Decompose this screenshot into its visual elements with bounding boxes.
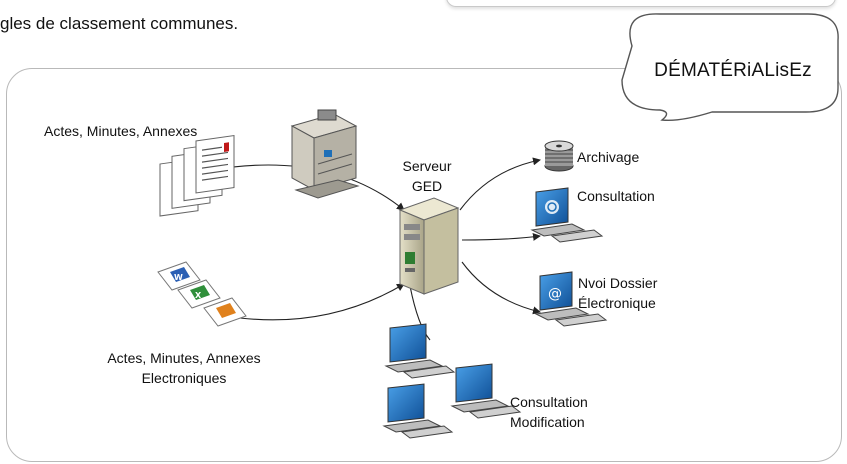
- powerpoint-file-icon: [203, 297, 247, 327]
- archive-label: Archivage: [577, 149, 640, 165]
- workstation-icon: [384, 323, 456, 379]
- speech-bubble: [621, 13, 839, 122]
- send-label-line-1: Nvoi Dossier: [578, 275, 658, 291]
- electronic-docs-label: Actes, Minutes, Annexes Electroniques: [78, 348, 290, 388]
- server-label-line-1: Serveur: [402, 158, 452, 174]
- server-label-line-2: GED: [411, 178, 443, 194]
- arrow-server-to-consultation: [461, 232, 541, 241]
- arrow-electronic-to-server: [239, 283, 405, 321]
- electronic-docs-line-1: Actes, Minutes, Annexes: [107, 350, 261, 366]
- diagram-frame: [6, 68, 842, 462]
- server-label: Serveur GED: [398, 156, 456, 196]
- disk-stack-icon: [544, 140, 574, 172]
- scanner-copier-icon: [290, 109, 360, 199]
- document-stack-icon: [159, 135, 235, 217]
- workstations-label-line-1: Consultation: [510, 394, 588, 410]
- server-tower-icon: [398, 197, 460, 295]
- connectors: [211, 157, 541, 341]
- line-server-to-workstations: [409, 285, 431, 341]
- consultation-label: Consultation: [577, 188, 655, 204]
- monitor-web-icon: [530, 187, 604, 243]
- workstation-icon: [450, 363, 522, 419]
- send-label: Nvoi Dossier Électronique: [578, 273, 657, 313]
- header-text: gles de classement communes.: [0, 14, 239, 33]
- arrow-server-to-send: [461, 261, 541, 315]
- bubble-title: DÉMATÉRiALisEz: [654, 60, 812, 81]
- workstations-label: Consultation Modification: [510, 392, 588, 432]
- electronic-docs-line-2: Electroniques: [141, 370, 227, 386]
- send-label-line-2: Électronique: [578, 295, 656, 311]
- svg-text:X: X: [195, 291, 202, 300]
- svg-text:@: @: [548, 286, 562, 302]
- workstation-icon: [382, 383, 454, 439]
- paper-docs-label: Actes, Minutes, Annexes: [44, 123, 198, 139]
- arrow-server-to-archive: [459, 157, 541, 211]
- word-file-icon: W: [157, 261, 201, 291]
- monitor-email-icon: @: [534, 271, 608, 327]
- excel-file-icon: X: [177, 279, 221, 309]
- workstations-label-line-2: Modification: [510, 414, 585, 430]
- svg-text:W: W: [174, 273, 183, 282]
